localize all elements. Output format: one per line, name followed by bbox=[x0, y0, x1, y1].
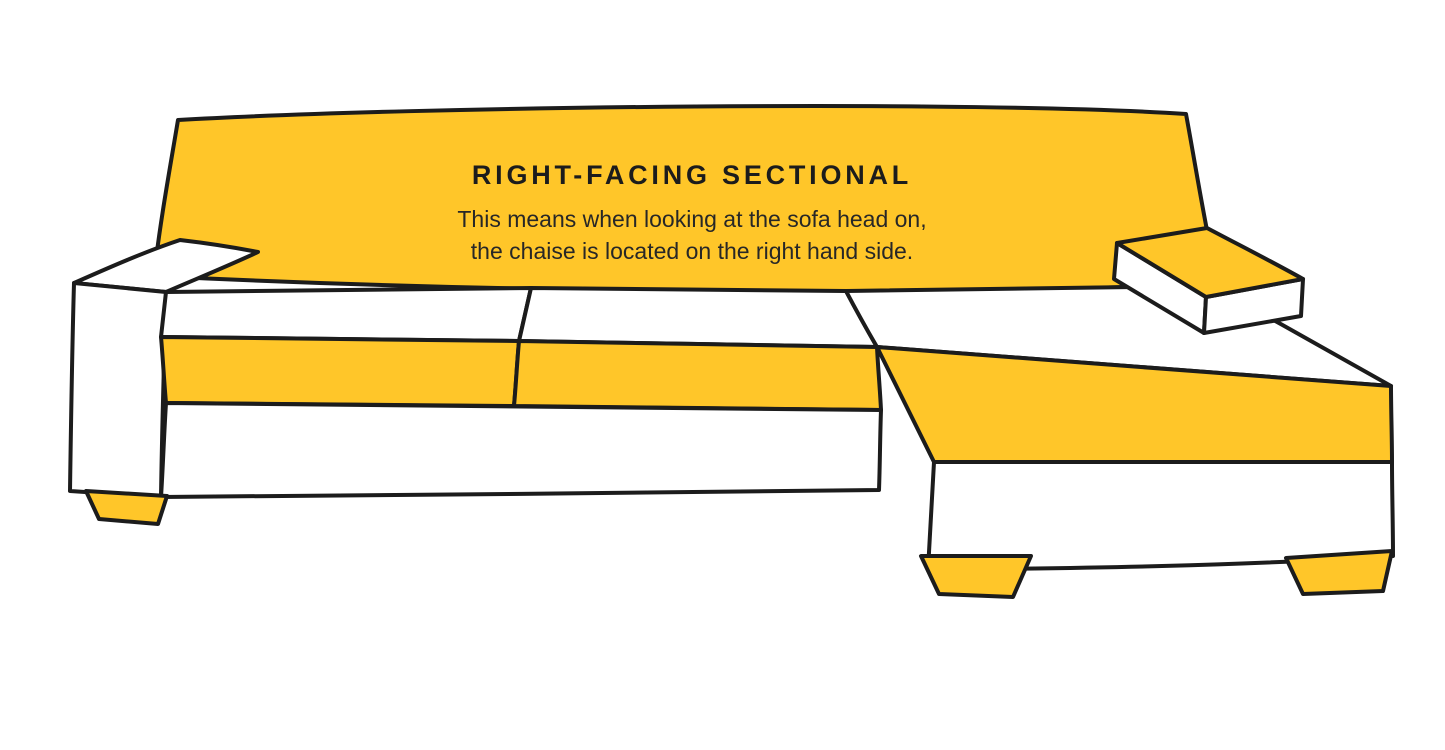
seat-cushion-left-top bbox=[159, 286, 533, 343]
sofa-lines-group bbox=[68, 104, 1395, 599]
sofa-backrest bbox=[152, 104, 1220, 294]
chaise-left-foot bbox=[919, 554, 1033, 599]
sofa-base-front bbox=[159, 401, 883, 499]
seat-front-band-right bbox=[512, 339, 883, 412]
chaise-right-foot bbox=[1284, 549, 1394, 596]
seat-front-band-left bbox=[159, 335, 521, 408]
left-foot bbox=[84, 489, 169, 526]
seat-cushion-right-top bbox=[517, 286, 879, 349]
left-armrest-front bbox=[68, 281, 168, 499]
right-armrest-top bbox=[1115, 226, 1305, 299]
